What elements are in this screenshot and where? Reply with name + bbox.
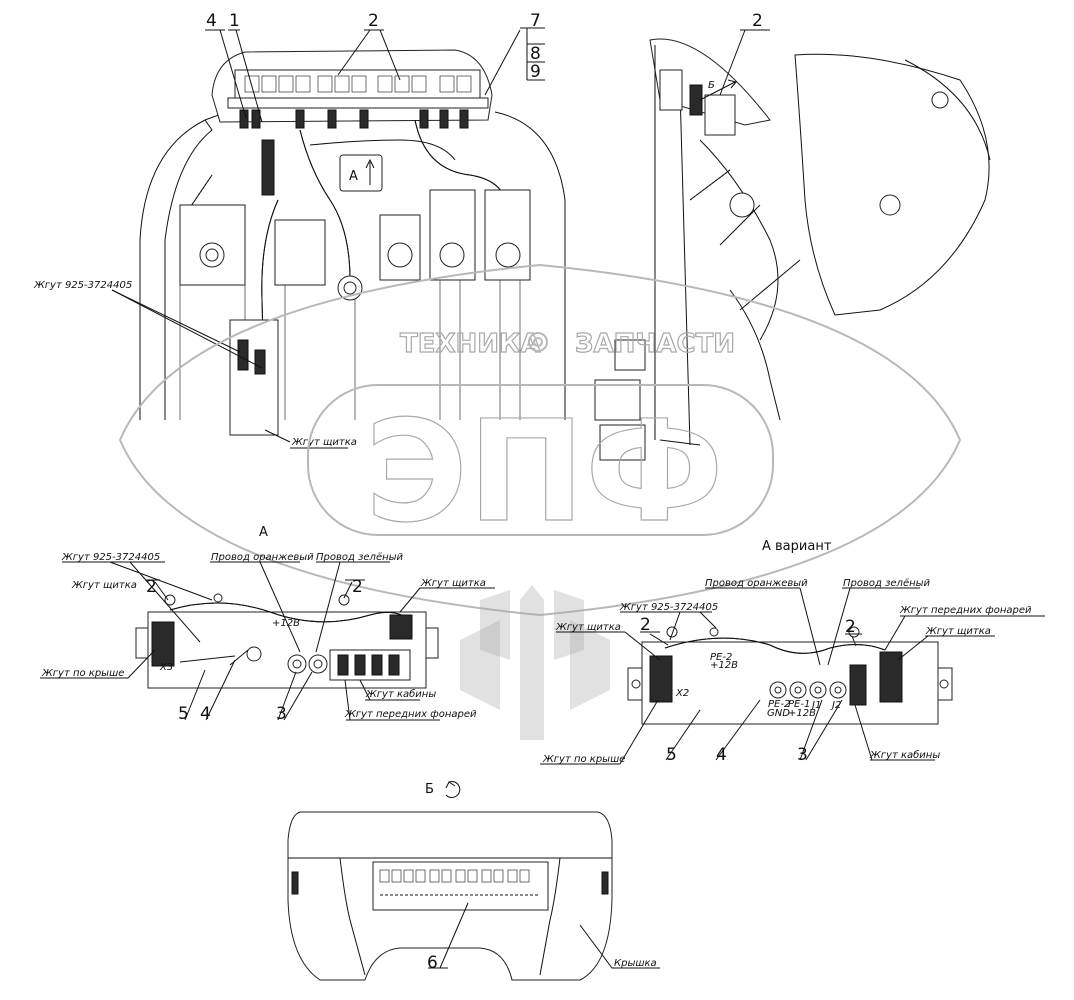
view-a-callout-4: 4: [200, 704, 211, 724]
view-a-variant-label-zhgut-perednikh-fonarei: Жгут передних фонарей: [899, 605, 1032, 616]
view-b-title: Б: [425, 782, 434, 797]
view-a-callout-3: 3: [276, 704, 287, 724]
view-a-label-zhgut-po-kryshe: Жгут по крыше: [41, 668, 124, 679]
view-a-variant-callout-2-right: 2: [845, 617, 856, 637]
fuse-relay-block: [234, 69, 481, 101]
label-kryshka: Крышка: [614, 958, 657, 969]
harness-connector-plate: [229, 319, 279, 436]
callout-b-right: Б: [708, 80, 715, 91]
watermark-main-text: ЭПФ: [365, 391, 724, 554]
watermark-text-left: ТЕХНИКА: [400, 329, 540, 359]
callout-6: 6: [427, 953, 438, 973]
callout-1: 1: [229, 11, 240, 31]
view-a-label-zhgut-kabiny: Жгут кабины: [365, 688, 436, 700]
view-a-variant: А вариант PE-2 +12В PE-2 GND PE-1 +12В J…: [540, 539, 1045, 765]
view-a-label-provod-zelenyi: Провод зелёный: [316, 552, 404, 563]
view-a-variant-mark-pe2-bottom: PE-2: [768, 699, 790, 710]
watermark-gear-icon: [528, 332, 548, 352]
view-a-mark-x3: X3: [159, 662, 173, 673]
view-a-label-zhgut-925: Жгут 925-3724405: [61, 552, 160, 563]
view-a-variant-label-zhgut-kabiny: Жгут кабины: [869, 749, 940, 761]
view-a-variant-callout-3: 3: [797, 745, 808, 765]
callout-8: 8: [530, 44, 541, 64]
watermark-text-right: ЗАПЧАСТИ: [575, 329, 735, 359]
view-a-variant-mark-x2: X2: [675, 688, 689, 699]
watermark: ТЕХНИКА ЗАПЧАСТИ ЭПФ: [118, 263, 962, 740]
view-a-label-zhgut-shchitka-left: Жгут щитка: [71, 580, 137, 591]
view-a-variant-callout-5: 5: [666, 745, 677, 765]
fuse-block-bottom: [372, 861, 549, 911]
view-a-title: А: [259, 525, 268, 540]
view-a-callout-2-right: 2: [352, 577, 363, 597]
view-a-variant-callout-2-left: 2: [640, 615, 651, 635]
label-zhgut-shchitka-top: Жгут щитка: [291, 437, 357, 448]
mounting-rail: [227, 97, 489, 109]
view-a-variant-mark-pe1: PE-1: [788, 699, 810, 710]
view-a-callout-5: 5: [178, 704, 189, 724]
callout-2-right: 2: [752, 11, 763, 31]
view-a-variant-mark-plus12v: +12В: [710, 660, 738, 671]
callout-2: 2: [368, 11, 379, 31]
view-a-variant-callout-4: 4: [716, 745, 727, 765]
top-right-view: 2 Б: [594, 11, 991, 461]
view-a-label-zhgut-shchitka-right: Жгут щитка: [420, 578, 486, 589]
top-left-view: А: [33, 11, 566, 449]
view-a-variant-mark-gnd: GND: [767, 708, 790, 719]
view-a-variant-mark-j1: J1: [810, 700, 821, 711]
view-a-variant-label-zhgut-shchitka-left: Жгут щитка: [555, 622, 621, 633]
view-a-variant-title: А вариант: [762, 539, 832, 554]
callout-7: 7: [530, 11, 541, 31]
view-a-mark-plus12v: +12В: [272, 618, 300, 629]
view-a-variant-label-zhgut-po-kryshe: Жгут по крыше: [542, 754, 625, 765]
view-a-variant-label-provod-oranzhevyi: Провод оранжевый: [705, 578, 808, 589]
view-a-variant-label-provod-zelenyi: Провод зелёный: [843, 578, 931, 589]
label-zhgut-925-top: Жгут 925-3724405: [33, 280, 132, 291]
view-a-callout-2-left: 2: [146, 577, 157, 597]
view-a-variant-mark-pe2: PE-2: [710, 652, 732, 663]
view-a-label-provod-oranzhevyi: Провод оранжевый: [211, 552, 314, 563]
view-a-label-zhgut-perednikh-fonarei: Жгут передних фонарей: [344, 709, 477, 720]
callout-9: 9: [530, 62, 541, 82]
view-a-variant-mark-j2: J2: [830, 700, 841, 711]
view-a-variant-label-zhgut-925: Жгут 925-3724405: [619, 602, 718, 613]
view-a-variant-label-zhgut-shchitka-right: Жгут щитка: [925, 626, 991, 637]
view-a-variant-mark-plus12v-bottom: +12В: [788, 708, 816, 719]
callout-4: 4: [206, 11, 217, 31]
view-b: Б 6 Крышка: [287, 781, 660, 981]
view-a-indicator: [339, 154, 383, 192]
view-a: А +12В X3: [40, 525, 495, 724]
view-a-arrow-label: А: [349, 169, 358, 184]
